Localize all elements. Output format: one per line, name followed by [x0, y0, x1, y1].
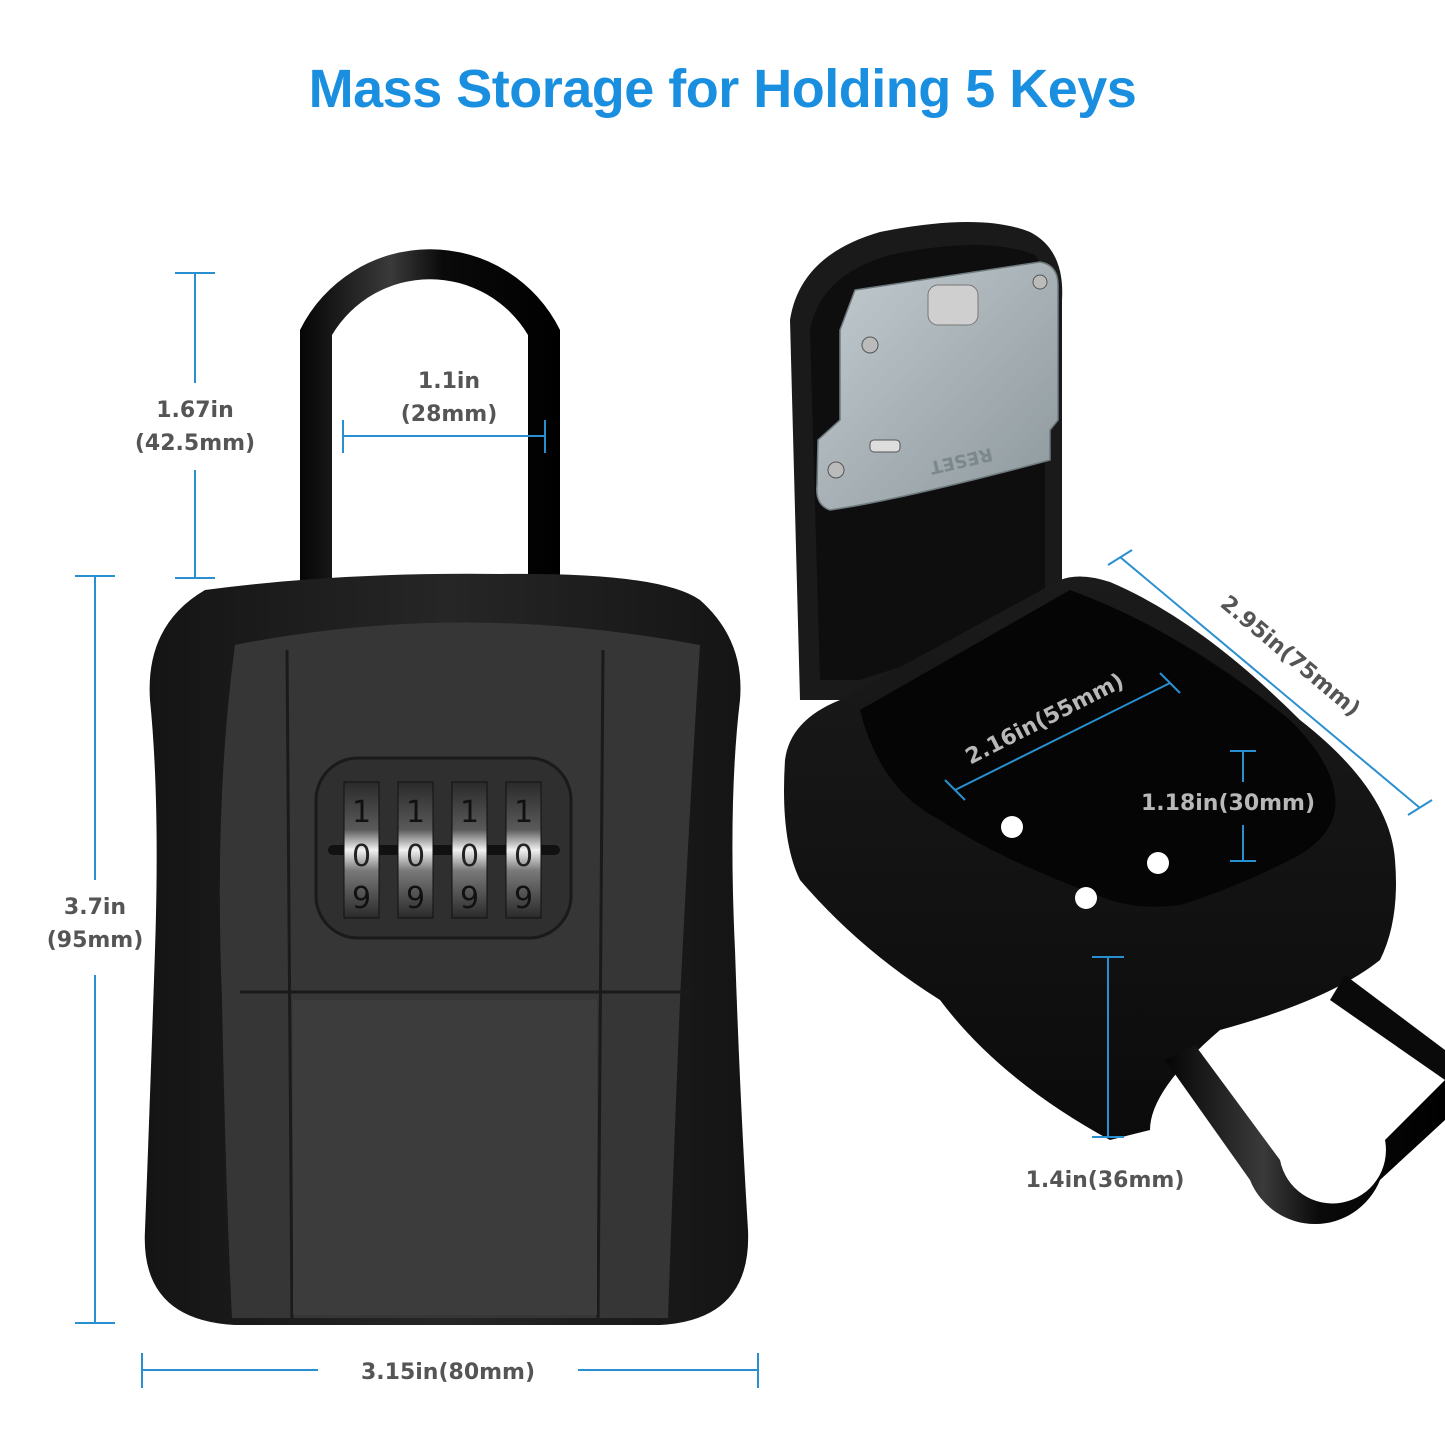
combination-dial[interactable]: 1 0 9	[343, 781, 380, 919]
dial-digit-top: 1	[352, 795, 371, 830]
shackle-height-label: 1.67in (42.5mm)	[110, 394, 280, 460]
combination-dial[interactable]: 1 0 9	[397, 781, 434, 919]
combination-dial[interactable]: 1 0 9	[451, 781, 488, 919]
open-shackle	[1165, 1045, 1445, 1225]
dial-digit-top: 1	[514, 795, 533, 830]
front-shackle	[300, 249, 560, 591]
dial-wheel	[397, 781, 434, 919]
dial-digit-current: 0	[406, 839, 425, 874]
body-height-inch: 3.7in	[63, 895, 127, 920]
front-dimension-lines	[75, 272, 759, 1388]
body-width-label: 3.15in(80mm)	[360, 1360, 536, 1385]
dial-digit-bottom: 9	[352, 881, 371, 916]
shackle-height-inch: 1.67in	[156, 398, 234, 423]
dial-digit-current: 0	[514, 839, 533, 874]
dial-digit-top: 1	[460, 795, 479, 830]
body-depth-label: 1.4in(36mm)	[1025, 1168, 1185, 1193]
dial-wheel	[505, 781, 542, 919]
combination-dial[interactable]: 1 0 9	[505, 781, 542, 919]
shackle-width-label: 1.1in (28mm)	[364, 365, 534, 431]
inner-depth-label: 1.18in(30mm)	[1140, 791, 1316, 816]
shackle-height-mm: (42.5mm)	[134, 431, 256, 456]
dial-digit-top: 1	[406, 795, 425, 830]
dial-digit-bottom: 9	[514, 881, 533, 916]
shackle-width-inch: 1.1in	[417, 369, 481, 394]
dial-wheel	[451, 781, 488, 919]
page-title: Mass Storage for Holding 5 Keys	[308, 59, 1137, 119]
key-cavity	[860, 590, 1336, 907]
dial-digit-current: 0	[460, 839, 479, 874]
body-height-mm: (95mm)	[46, 928, 144, 953]
dial-wheel	[343, 781, 380, 919]
dial-digit-bottom: 9	[460, 881, 479, 916]
open-lock: RESET	[784, 222, 1445, 1225]
shackle-width-mm: (28mm)	[400, 402, 498, 427]
dial-digit-current: 0	[352, 839, 371, 874]
dial-digit-bottom: 9	[406, 881, 425, 916]
body-height-label: 3.7in (95mm)	[10, 891, 180, 957]
open-dimension-lines	[944, 549, 1433, 1138]
